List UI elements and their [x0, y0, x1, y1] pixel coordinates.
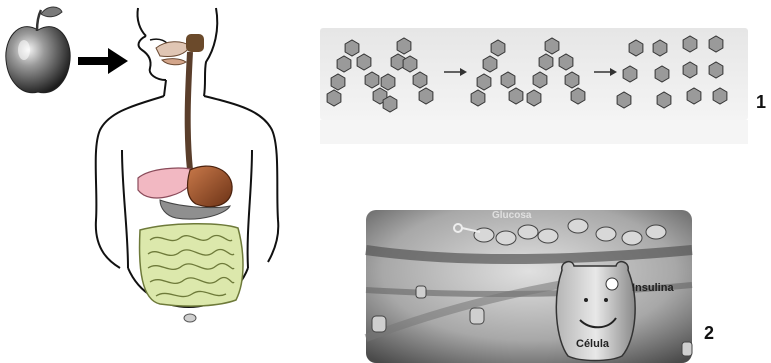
insulin-label: Insulina [632, 282, 674, 294]
hexagon [471, 90, 485, 106]
glucose-label: Glucosa [492, 210, 532, 221]
hexagon [539, 54, 553, 70]
hexagon [559, 54, 573, 70]
stomach [188, 166, 233, 207]
hexagon [713, 88, 727, 104]
hexagon [617, 92, 631, 108]
hexagon [629, 40, 643, 56]
hexagon [483, 56, 497, 72]
panel-number-1: 1 [756, 92, 766, 113]
hexagon [501, 72, 515, 88]
hexagon [337, 56, 351, 72]
hexagon [403, 56, 417, 72]
cell-label: Célula [576, 338, 610, 350]
hexagon [331, 74, 345, 90]
hexagon [655, 66, 669, 82]
panel-number-2: 2 [704, 323, 714, 344]
hexagon [327, 90, 341, 106]
hexagon [709, 36, 723, 52]
esophagus [188, 52, 190, 170]
hexagon [527, 90, 541, 106]
hexagon [419, 88, 433, 104]
hexagon [413, 72, 427, 88]
mouth-cavity [156, 34, 204, 65]
hexagon [397, 38, 411, 54]
hexagon [509, 88, 523, 104]
hexagon [357, 54, 371, 70]
hexagon [653, 40, 667, 56]
hexagon [491, 40, 505, 56]
hexagon [533, 72, 547, 88]
hexagon [545, 38, 559, 54]
hexagon [381, 74, 395, 90]
hexagon [383, 96, 397, 112]
hexagon [687, 88, 701, 104]
hexagon [657, 92, 671, 108]
apple-icon [6, 7, 70, 93]
hexagon [477, 74, 491, 90]
ingestion-arrow-icon [78, 48, 128, 74]
hexagon [623, 66, 637, 82]
panel-2-insulin-cell: Glucosa Insulina Célula [366, 210, 692, 363]
hexagon [683, 36, 697, 52]
hexagon [683, 62, 697, 78]
rectum [184, 314, 196, 322]
hexagon [365, 72, 379, 88]
hexagon [345, 40, 359, 56]
hexagon [709, 62, 723, 78]
panel-1-carbohydrate-breakdown [320, 28, 748, 144]
hexagon [565, 72, 579, 88]
hexagon [571, 88, 585, 104]
